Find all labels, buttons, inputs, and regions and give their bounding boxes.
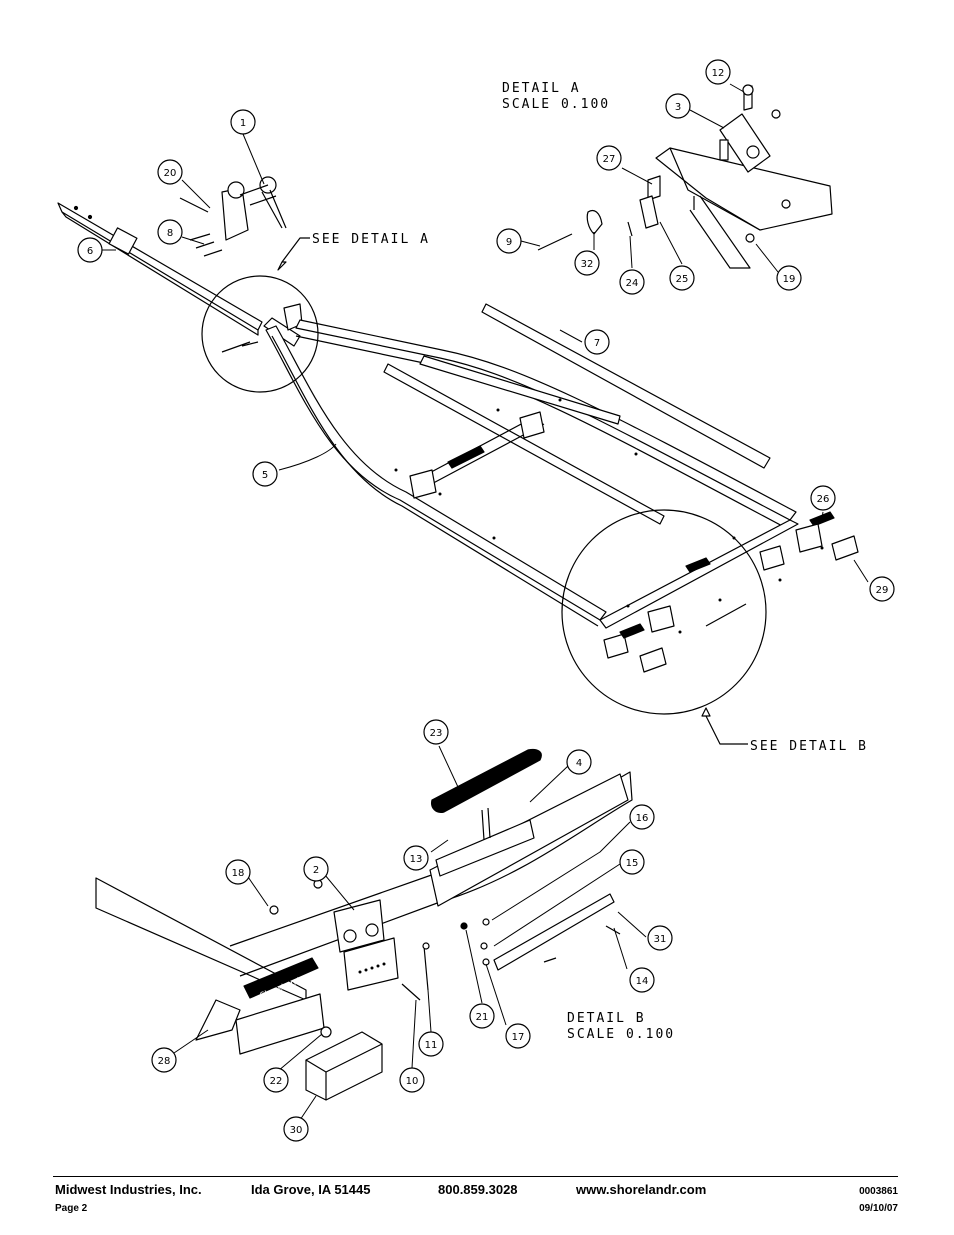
svg-text:28: 28 (158, 1056, 171, 1067)
callout-31: 31 (647, 925, 673, 951)
svg-text:6: 6 (87, 246, 93, 257)
svg-text:14: 14 (636, 976, 649, 987)
callout-26: 26 (810, 485, 836, 511)
callout-6: 6 (77, 237, 103, 263)
trailer-frame (57, 176, 859, 673)
detail-b-circle (561, 509, 767, 715)
callout-27: 27 (596, 145, 622, 171)
callout-12: 12 (705, 59, 731, 85)
svg-text:9: 9 (506, 237, 512, 248)
footer-date: 09/10/07 (859, 1203, 898, 1214)
see-detail-a-label: SEE DETAIL A (312, 232, 430, 247)
svg-text:4: 4 (576, 758, 582, 769)
svg-text:18: 18 (232, 868, 245, 879)
callout-4: 4 (566, 749, 592, 775)
callout-19: 19 (776, 265, 802, 291)
svg-text:21: 21 (476, 1012, 489, 1023)
detail-b-scale: SCALE 0.100 (567, 1027, 675, 1042)
callout-25: 25 (669, 265, 695, 291)
callout-9: 9 (496, 228, 522, 254)
see-detail-b-leader (701, 707, 748, 745)
callout-5: 5 (252, 461, 278, 487)
callout-32: 32 (574, 250, 600, 276)
detail-a-title: DETAIL A (502, 81, 581, 96)
see-detail-a-leader (277, 237, 310, 271)
svg-text:32: 32 (581, 259, 594, 270)
detail-a-circle (201, 275, 319, 393)
callout-1: 1 (230, 109, 256, 135)
svg-text:20: 20 (164, 168, 177, 179)
svg-text:12: 12 (712, 68, 725, 79)
callout-13: 13 (403, 845, 429, 871)
callout-2: 2 (303, 856, 329, 882)
svg-text:25: 25 (676, 274, 689, 285)
see-detail-b-label: SEE DETAIL B (750, 739, 868, 754)
svg-text:10: 10 (406, 1076, 419, 1087)
exploded-parts-drawing: ShoreLandr DETAIL A SCALE 0.100 SEE DETA… (57, 59, 895, 1142)
callout-11: 11 (418, 1031, 444, 1057)
svg-text:27: 27 (603, 154, 616, 165)
svg-text:17: 17 (512, 1032, 525, 1043)
callout-17: 17 (505, 1023, 531, 1049)
callout-28: 28 (151, 1047, 177, 1073)
svg-text:5: 5 (262, 470, 268, 481)
footer-rule (53, 1176, 898, 1177)
svg-text:11: 11 (425, 1040, 438, 1051)
svg-text:3: 3 (675, 102, 681, 113)
detail-b-drawing: ShoreLandr (95, 748, 633, 1101)
svg-text:29: 29 (876, 585, 889, 596)
svg-text:8: 8 (167, 228, 173, 239)
callout-7: 7 (584, 329, 610, 355)
footer-city: Ida Grove, IA 51445 (251, 1182, 371, 1197)
callout-10: 10 (399, 1067, 425, 1093)
callout-29: 29 (869, 576, 895, 602)
callout-3: 3 (665, 93, 691, 119)
footer-phone: 800.859.3028 (438, 1182, 518, 1197)
callout-leaders (102, 83, 869, 1121)
detail-a-drawing (537, 84, 833, 269)
callout-15: 15 (619, 849, 645, 875)
detail-b-title: DETAIL B (567, 1011, 646, 1026)
svg-text:1: 1 (240, 118, 246, 129)
svg-text:23: 23 (430, 728, 443, 739)
footer-website: www.shorelandr.com (576, 1182, 707, 1197)
svg-text:7: 7 (594, 338, 600, 349)
callout-30: 30 (283, 1116, 309, 1142)
callout-14: 14 (629, 967, 655, 993)
footer-doc-number: 0003861 (859, 1186, 898, 1197)
svg-text:13: 13 (410, 854, 423, 865)
callout-20: 20 (157, 159, 183, 185)
detail-a-scale: SCALE 0.100 (502, 97, 610, 112)
svg-text:22: 22 (270, 1076, 283, 1087)
callout-24: 24 (619, 269, 645, 295)
callout-16: 16 (629, 804, 655, 830)
svg-text:30: 30 (290, 1125, 303, 1136)
svg-text:16: 16 (636, 813, 649, 824)
callout-18: 18 (225, 859, 251, 885)
svg-text:19: 19 (783, 274, 796, 285)
svg-text:24: 24 (626, 278, 639, 289)
svg-text:31: 31 (654, 934, 667, 945)
callout-8: 8 (157, 219, 183, 245)
callout-bubbles: 1 2 3 4 5 6 7 8 9 10 11 12 13 14 15 16 1… (77, 59, 895, 1142)
svg-text:2: 2 (313, 865, 319, 876)
footer-company: Midwest Industries, Inc. (55, 1182, 202, 1197)
callout-22: 22 (263, 1067, 289, 1093)
footer-page: Page 2 (55, 1203, 88, 1214)
callout-21: 21 (469, 1003, 495, 1029)
callout-23: 23 (423, 719, 449, 745)
svg-text:26: 26 (817, 494, 830, 505)
svg-text:15: 15 (626, 858, 639, 869)
